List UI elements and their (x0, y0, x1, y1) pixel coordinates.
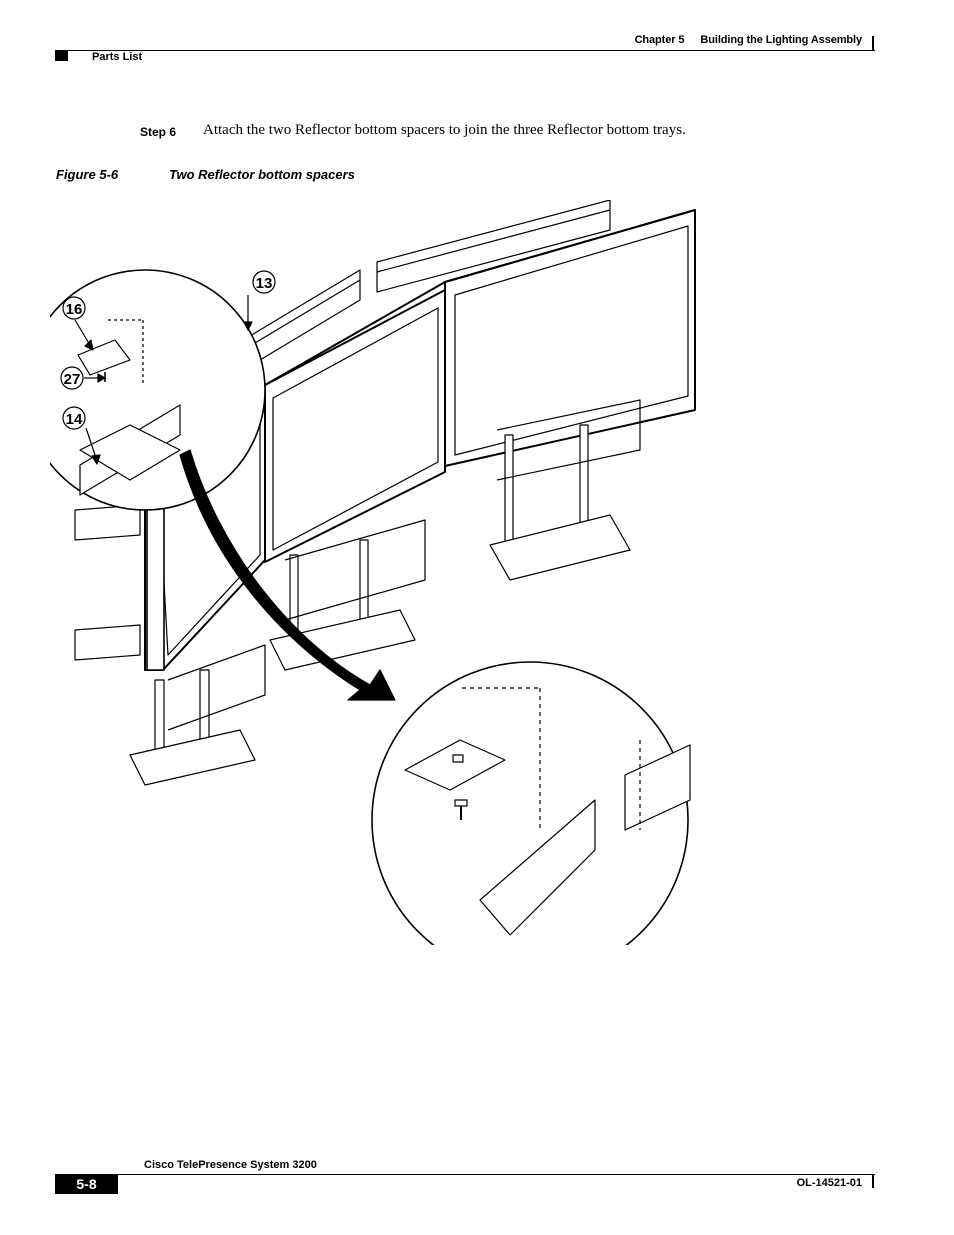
footer-product: Cisco TelePresence System 3200 (144, 1159, 317, 1171)
assembly-illustration: 13 16 27 14 (50, 200, 696, 945)
header-rule (55, 50, 875, 51)
figure-title: Two Reflector bottom spacers (169, 167, 355, 182)
document-number: OL-14521-01 (796, 1177, 862, 1189)
page-number: 5-8 (55, 1174, 118, 1194)
header-bar (872, 36, 874, 51)
figure-label: Figure 5-6 (56, 167, 119, 182)
step-text: Attach the two Reflector bottom spacers … (203, 122, 686, 138)
header-marker (55, 51, 68, 61)
chapter-number: Chapter 5 (634, 34, 685, 46)
footer-bar (872, 1174, 874, 1188)
section-name: Parts List (92, 51, 143, 63)
callout-14: 14 (66, 411, 83, 428)
callout-16: 16 (66, 301, 83, 318)
step-label: Step 6 (140, 125, 177, 139)
callout-13: 13 (256, 275, 273, 292)
callout-27: 27 (64, 371, 81, 388)
chapter-title: Building the Lighting Assembly (700, 34, 862, 46)
footer-rule (118, 1174, 875, 1175)
running-header: Chapter 5 Building the Lighting Assembly (560, 34, 863, 46)
